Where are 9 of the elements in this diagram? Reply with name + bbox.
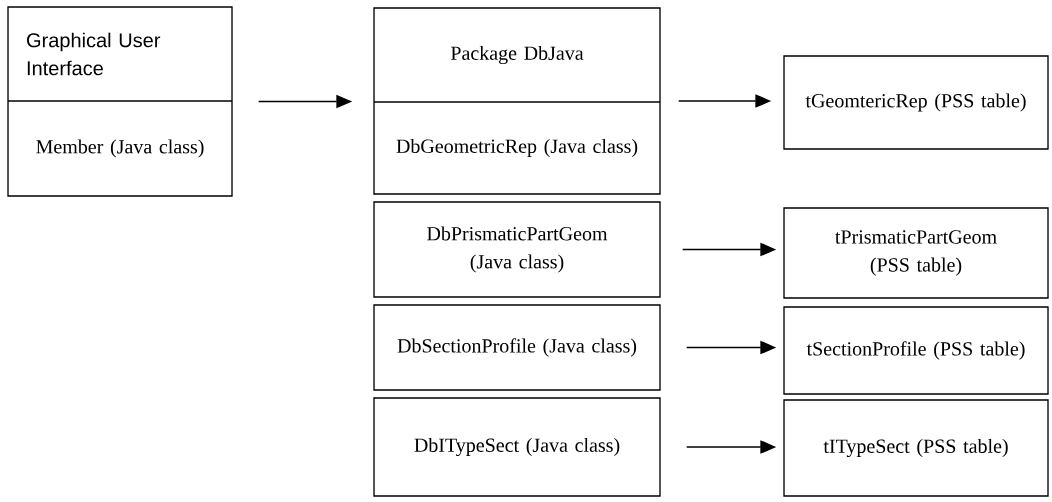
class-box: Graphical User Interface Member (Java class) xyxy=(7,6,233,197)
class-box: tITypeSect (PSS table) xyxy=(783,399,1049,497)
class-box: DbPrismaticPartGeom (Java class) xyxy=(373,201,661,298)
class-box: DbSectionProfile (Java class) xyxy=(373,304,661,391)
class-box: tGeomtericRep (PSS table) xyxy=(783,55,1049,150)
class-box: DbITypeSect (Java class) xyxy=(373,397,661,497)
class-box: Package DbJava DbGeometricRep (Java class) xyxy=(373,7,661,195)
class-box: tSectionProfile (PSS table) xyxy=(783,306,1049,395)
class-box: tPrismaticPartGeom (PSS table) xyxy=(783,207,1049,299)
